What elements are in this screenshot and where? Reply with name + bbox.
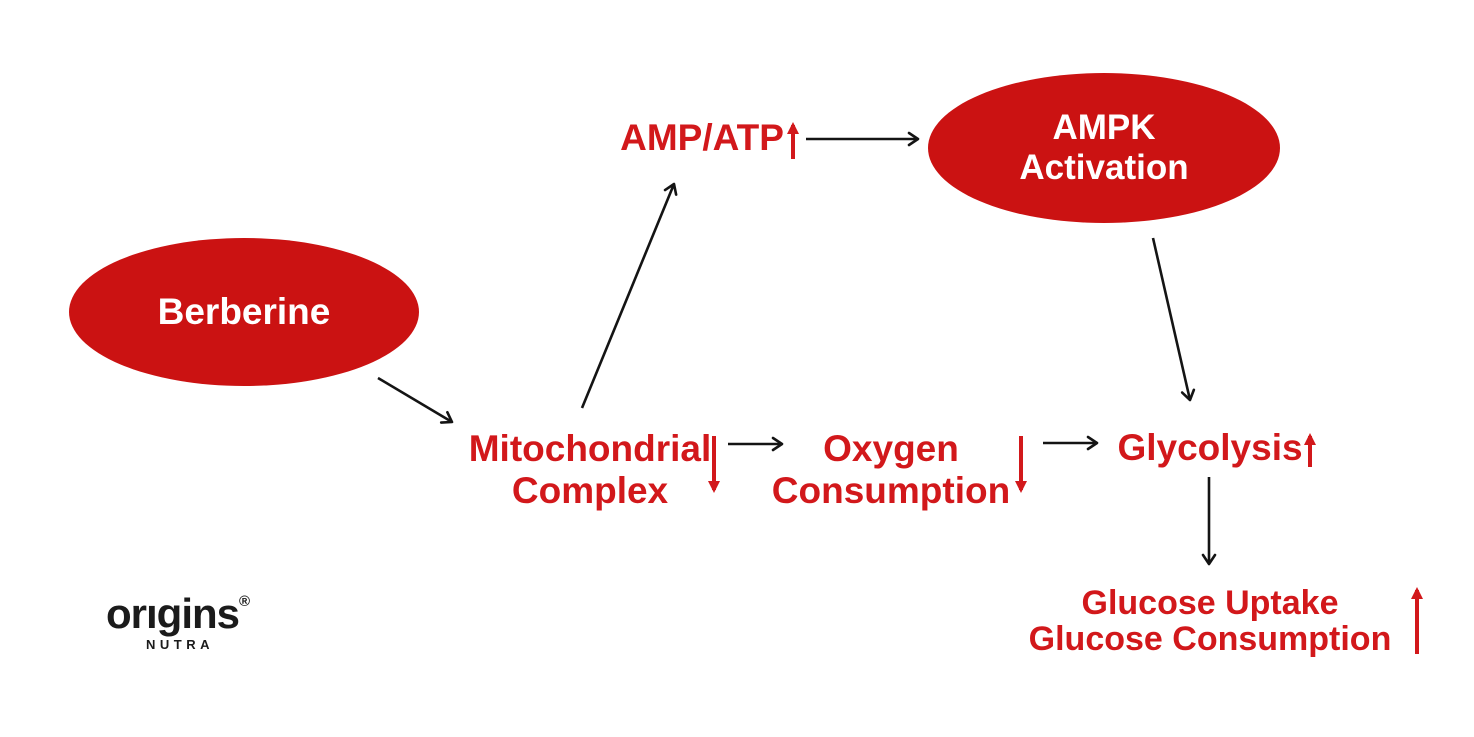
- label-amp-atp: AMP/ATP: [620, 117, 784, 159]
- registered-trademark-icon: ®: [239, 593, 251, 610]
- node-ampk-activation: AMPK Activation: [928, 73, 1280, 223]
- node-ampk-label-line2: Activation: [1019, 148, 1189, 187]
- arrow-berberine-to-mitochondrial: [377, 376, 454, 424]
- origins-nutra-logo: orıgins ® NUTRA: [106, 590, 251, 653]
- oxygen-text-line1: Oxygen: [823, 428, 959, 469]
- glucose-text-line1: Glucose Uptake: [1081, 584, 1339, 622]
- logo-brand-text: orıgins: [106, 590, 240, 637]
- mitochondrial-text-line1: Mitochondrial: [468, 428, 712, 469]
- oxygen-text-line2: Consumption: [771, 470, 1011, 511]
- label-glucose-uptake-consumption: Glucose Uptake Glucose Consumption: [1029, 585, 1392, 657]
- label-oxygen-consumption: Oxygen Consumption: [772, 428, 1010, 512]
- arrow-mitochondrial-to-amp-atp: [580, 182, 678, 409]
- amp-atp-text: AMP/ATP: [620, 117, 784, 158]
- label-mitochondrial-complex: Mitochondrial Complex: [469, 428, 712, 512]
- node-ampk-label-line1: AMPK: [1052, 108, 1156, 147]
- label-glycolysis: Glycolysis: [1117, 427, 1302, 469]
- glycolysis-text: Glycolysis: [1117, 427, 1303, 468]
- node-berberine: Berberine: [69, 238, 419, 386]
- glucose-text-line2: Glucose Consumption: [1028, 620, 1392, 658]
- arrow-ampk-to-glycolysis: [1151, 237, 1196, 402]
- mitochondrial-text-line2: Complex: [511, 470, 669, 511]
- logo-sub-text: NUTRA: [146, 637, 215, 652]
- node-berberine-label: Berberine: [157, 291, 331, 332]
